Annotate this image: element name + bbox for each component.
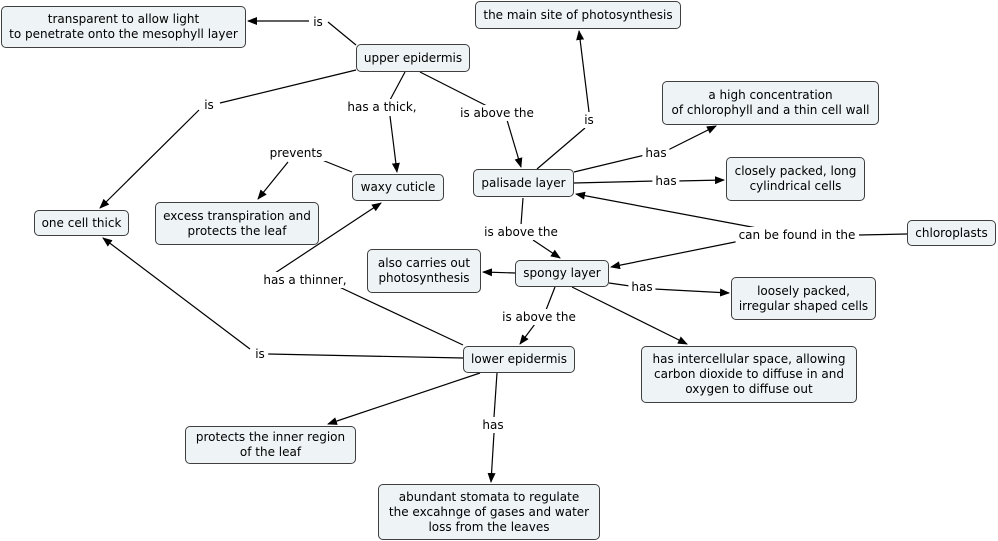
node-transparent[interactable]: transparent to allow light to penetrate … bbox=[1, 6, 246, 48]
link-has-to-closely-packed bbox=[676, 176, 725, 185]
link-lower-to-is bbox=[267, 353, 464, 359]
link-found-to-spongy bbox=[610, 240, 741, 270]
label-has-concentration: has bbox=[642, 145, 670, 161]
link-thinner-to-cuticle bbox=[274, 202, 382, 274]
link-palisade-to-is bbox=[536, 127, 586, 170]
node-high-concentration[interactable]: a high concentration of chlorophyll and … bbox=[662, 81, 879, 125]
link-above-to-palisade bbox=[506, 119, 523, 168]
label-is-one-cell-upper: is bbox=[201, 97, 217, 113]
node-spongy-layer[interactable]: spongy layer bbox=[515, 260, 609, 287]
link-spongy-to-intercellular bbox=[571, 286, 688, 345]
link-spongy-to-above bbox=[545, 286, 556, 311]
link-lower-to-protects bbox=[327, 372, 481, 425]
link-palisade-to-has-conc bbox=[573, 154, 646, 173]
label-is-transparent: is bbox=[310, 14, 326, 30]
link-lower-to-thinner bbox=[334, 284, 464, 346]
link-lower-to-has bbox=[493, 372, 498, 418]
label-can-be-found-in: can be found in the bbox=[735, 227, 859, 243]
link-upper-to-is-left bbox=[219, 69, 357, 104]
link-above-to-lower bbox=[519, 323, 536, 345]
node-also-carries-out[interactable]: also carries out photosynthesis bbox=[367, 249, 481, 293]
link-found-to-palisade bbox=[575, 191, 758, 229]
link-thick-to-cuticle bbox=[389, 115, 400, 173]
node-abundant-stomata[interactable]: abundant stomata to regulate the excahng… bbox=[378, 484, 600, 540]
label-has-a-thick: has a thick, bbox=[344, 99, 420, 115]
node-waxy-cuticle[interactable]: waxy cuticle bbox=[352, 174, 444, 201]
link-cuticle-to-prevents bbox=[321, 159, 353, 173]
node-protects-inner[interactable]: protects the inner region of the leaf bbox=[185, 426, 356, 464]
link-has-to-loosely bbox=[653, 288, 730, 297]
link-has-to-concentration bbox=[667, 125, 717, 151]
link-chloroplasts-to-found bbox=[858, 233, 908, 236]
link-prevents-to-excess bbox=[257, 161, 289, 200]
link-is-to-one-cell-lower bbox=[102, 237, 251, 350]
label-is-above-upper: is above the bbox=[457, 105, 537, 121]
node-closely-packed[interactable]: closely packed, long cylindrical cells bbox=[726, 157, 865, 201]
link-has-to-stomata bbox=[487, 432, 496, 483]
label-has-loosely-packed: has bbox=[628, 279, 656, 295]
node-chloroplasts[interactable]: chloroplasts bbox=[907, 220, 996, 246]
node-upper-epidermis[interactable]: upper epidermis bbox=[356, 44, 470, 72]
link-palisade-to-above bbox=[520, 197, 524, 226]
label-is-one-cell-lower: is bbox=[252, 346, 268, 362]
label-is-above-spongy: is above the bbox=[499, 309, 579, 325]
link-above-to-spongy bbox=[532, 239, 561, 259]
label-has-a-thinner: has a thinner, bbox=[260, 272, 350, 288]
node-main-site[interactable]: the main site of photosynthesis bbox=[475, 1, 681, 29]
node-loosely-packed[interactable]: loosely packed, irregular shaped cells bbox=[731, 277, 876, 320]
link-spongy-to-also bbox=[482, 268, 516, 277]
node-palisade-layer[interactable]: palisade layer bbox=[473, 169, 574, 197]
label-is-main-site: is bbox=[581, 112, 597, 128]
label-has-stomata: has bbox=[479, 417, 507, 433]
label-has-closely-packed: has bbox=[652, 173, 680, 189]
link-upper-to-thick bbox=[389, 71, 406, 101]
label-prevents: prevents bbox=[266, 145, 326, 161]
node-excess-transpiration[interactable]: excess transpiration and protects the le… bbox=[155, 202, 319, 245]
link-upper-to-is bbox=[327, 21, 357, 46]
link-spongy-to-has bbox=[608, 282, 631, 287]
link-is-to-main-site bbox=[576, 30, 590, 113]
node-one-cell-thick[interactable]: one cell thick bbox=[34, 210, 129, 236]
node-lower-epidermis[interactable]: lower epidermis bbox=[463, 346, 575, 373]
link-upper-to-above bbox=[419, 71, 488, 107]
label-is-above-palisade: is above the bbox=[481, 224, 561, 240]
link-is-to-one-cell bbox=[99, 109, 200, 209]
node-intercellular-space[interactable]: has intercellular space, allowing carbon… bbox=[641, 346, 857, 403]
link-palisade-to-has-packed bbox=[573, 180, 656, 184]
